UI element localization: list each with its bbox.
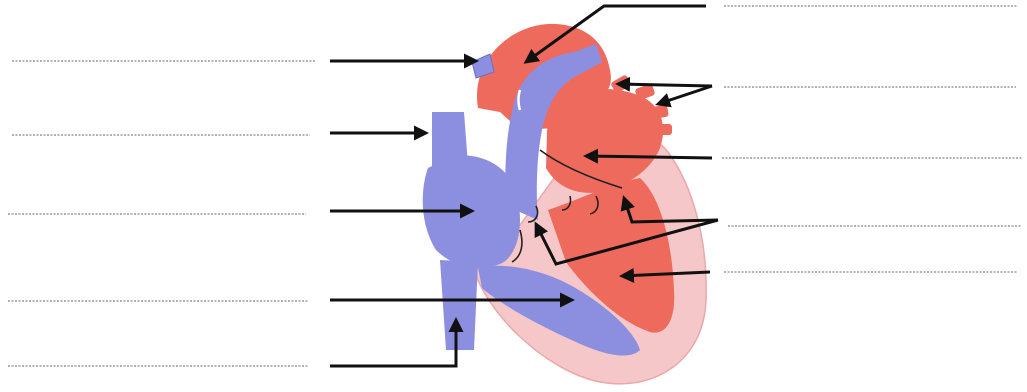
arrow-right-3 <box>586 156 712 158</box>
arrow-right-2b <box>658 86 712 104</box>
arrow-right-2a <box>618 84 712 86</box>
inferior-vena-cava <box>440 260 478 350</box>
heart-illustration <box>423 24 706 384</box>
arrow-left-5 <box>330 320 456 366</box>
